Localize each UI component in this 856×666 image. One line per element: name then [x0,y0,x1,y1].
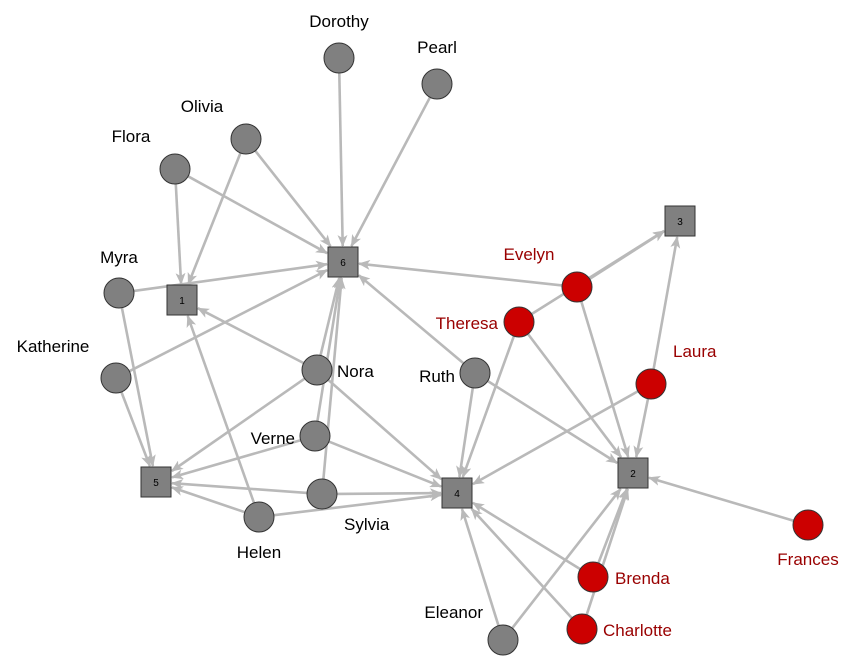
edge-ruth-to-event-4 [456,387,475,478]
edge-flora-to-event-1 [174,183,186,285]
edge-myra-to-event-6 [133,260,328,293]
edge-helen-to-event-5 [170,486,246,514]
event-label: 3 [677,217,683,228]
event-node-6[interactable]: 6 [327,246,359,278]
edge-verne-to-event-5 [171,438,301,480]
person-label-laura: Laura [673,342,717,361]
edge-katherine-to-event-5 [120,391,152,468]
person-node-brenda[interactable] [577,561,609,593]
edge-olivia-to-event-6 [254,149,332,248]
edge-verne-to-event-4 [328,440,443,488]
edge-sylvia-to-event-5 [171,479,308,495]
person-label-evelyn: Evelyn [503,245,554,264]
edge-frances-to-event-2 [648,476,794,522]
event-node-5[interactable]: 5 [140,466,172,498]
edge-evelyn-to-event-2 [580,301,630,458]
edge-brenda-to-event-2 [597,487,629,564]
person-node-nora[interactable] [301,354,333,386]
edge-evelyn-to-event-6 [358,259,563,287]
edge-verne-to-event-6 [316,277,344,422]
person-label-charlotte: Charlotte [603,621,672,640]
edge-charlotte-to-event-2 [585,488,630,616]
person-label-flora: Flora [112,127,151,146]
event-label: 1 [179,296,185,307]
event-square [441,477,473,509]
labels-layer: DorothyPearlOliviaFloraMyraKatherineNora… [17,12,839,640]
event-node-4[interactable]: 4 [441,477,473,509]
person-label-nora: Nora [337,362,374,381]
person-node-ruth[interactable] [459,357,491,389]
edge-helen-to-event-4 [273,491,442,517]
edge-sylvia-to-event-4 [336,488,442,499]
event-square [166,284,198,316]
edge-katherine-to-event-6 [128,268,328,373]
person-label-frances: Frances [777,550,838,569]
person-label-katherine: Katherine [17,337,90,356]
edge-ruth-to-event-6 [357,274,465,365]
person-label-olivia: Olivia [181,97,224,116]
person-node-evelyn[interactable] [561,271,593,303]
edge-theresa-to-event-2 [526,333,623,458]
edge-laura-to-event-4 [472,390,639,486]
person-label-theresa: Theresa [436,314,499,333]
person-label-helen: Helen [237,543,281,562]
person-node-laura[interactable] [635,368,667,400]
edge-pearl-to-event-6 [350,96,432,247]
event-square [664,205,696,237]
person-label-dorothy: Dorothy [309,12,369,31]
person-node-dorothy[interactable] [323,42,355,74]
edge-flora-to-event-6 [187,175,328,255]
person-node-flora[interactable] [159,153,191,185]
edge-nora-to-event-1 [197,307,305,365]
edge-theresa-to-event-4 [461,335,516,479]
event-label: 2 [630,469,636,480]
person-label-verne: Verne [251,429,295,448]
edge-eleanor-to-event-4 [460,508,500,627]
person-node-eleanor[interactable] [487,624,519,656]
event-node-2[interactable]: 2 [617,457,649,489]
edge-olivia-to-event-1 [187,152,242,286]
person-label-brenda: Brenda [615,569,670,588]
edge-helen-to-event-1 [186,314,256,504]
person-node-myra[interactable] [103,277,135,309]
event-label: 4 [454,489,460,500]
person-node-sylvia[interactable] [306,478,338,510]
edge-charlotte-to-event-4 [470,507,573,619]
person-node-helen[interactable] [243,501,275,533]
edge-eleanor-to-event-2 [511,488,622,629]
event-label: 6 [340,258,346,269]
edge-ruth-to-event-2 [487,379,619,465]
edge-laura-to-event-3 [652,236,681,370]
edge-dorothy-to-event-6 [337,72,348,247]
person-node-olivia[interactable] [230,123,262,155]
person-label-eleanor: Eleanor [424,603,483,622]
edge-nora-to-event-5 [170,377,306,473]
person-node-charlotte[interactable] [566,613,598,645]
event-square [140,466,172,498]
event-square [617,457,649,489]
event-node-3[interactable]: 3 [664,205,696,237]
event-square [327,246,359,278]
person-label-myra: Myra [100,248,138,267]
person-label-sylvia: Sylvia [344,515,390,534]
person-node-pearl[interactable] [421,68,453,100]
edge-laura-to-event-2 [633,398,650,458]
edge-nora-to-event-4 [327,378,443,481]
event-node-1[interactable]: 1 [166,284,198,316]
edge-myra-to-event-5 [120,307,156,467]
edge-nora-to-event-6 [319,277,342,356]
person-label-pearl: Pearl [417,38,457,57]
edges-layer [120,72,794,629]
person-node-theresa[interactable] [503,306,535,338]
edge-theresa-to-event-3 [531,229,666,316]
person-node-frances[interactable] [792,509,824,541]
person-node-katherine[interactable] [100,362,132,394]
person-node-verne[interactable] [299,420,331,452]
event-label: 5 [153,478,159,489]
person-label-ruth: Ruth [419,367,455,386]
nodes-layer: 1 2 3 4 5 6 [100,42,824,656]
edge-brenda-to-event-4 [472,501,581,571]
